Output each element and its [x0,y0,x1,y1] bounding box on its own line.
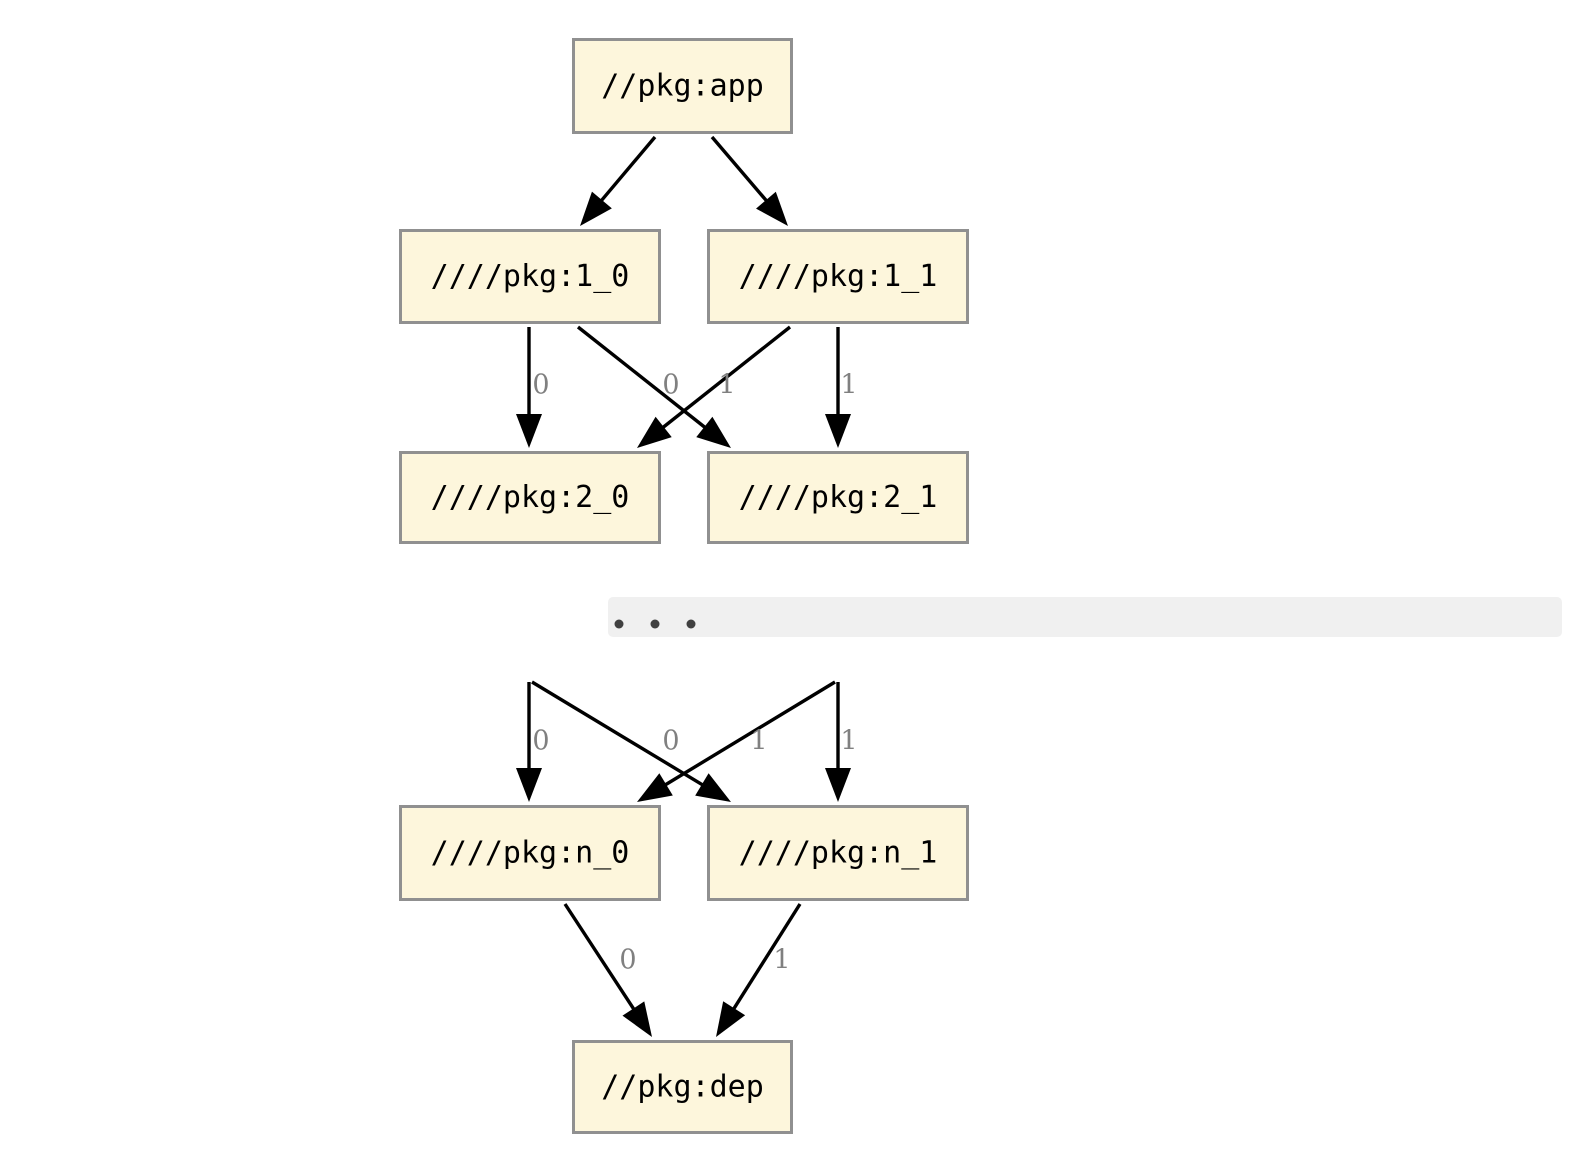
edge-line [657,325,792,432]
edge-line [563,903,639,1015]
edge-label: 0 [662,726,679,757]
graph-edge [637,680,836,802]
node-box[interactable] [399,805,661,901]
node-box[interactable] [707,451,969,544]
node-label: //pkg:app [601,69,764,104]
edge-arrowhead [580,191,612,226]
graph-edge [825,327,851,448]
edge-arrowhead [756,191,788,226]
node-label: //pkg:dep [601,1070,764,1105]
edge-arrowhead [637,416,672,448]
graph-node-l2_0[interactable]: ////pkg:2_0 [399,451,661,544]
edge-label: 1 [840,370,857,401]
graph-node-ln_0[interactable]: ////pkg:n_0 [399,805,661,901]
ellipsis-dot [650,619,660,629]
graph-node-l1_1[interactable]: ////pkg:1_1 [707,229,969,324]
edge-line [531,680,708,789]
node-label: ////pkg:2_1 [739,480,938,515]
edge-arrowhead [516,414,542,448]
edge-label: 1 [773,945,790,976]
node-box[interactable] [399,229,661,324]
graph-edge [716,903,802,1037]
edge-arrowhead [716,1001,746,1037]
edge-label: 1 [718,370,735,401]
graph-node-l1_0[interactable]: ////pkg:1_0 [399,229,661,324]
ellipsis-dot [686,619,696,629]
graph-edge [516,682,542,802]
ellipsis-dot [614,619,624,629]
edge-arrowhead [696,416,731,448]
edge-line [576,325,711,432]
graph-edge [637,325,792,448]
node-label: ////pkg:1_1 [739,259,938,294]
edge-line [729,903,802,1015]
edge-labels-layer: 0 0 1 1 0 0 1 1 0 1 [532,370,857,976]
edge-line [710,135,772,206]
graph-node-l2_1[interactable]: ////pkg:2_1 [707,451,969,544]
edge-label: 1 [840,726,857,757]
graph-edge [563,903,652,1037]
node-box[interactable] [399,451,661,544]
edge-arrowhead [622,1001,652,1037]
graph-edge [576,325,731,448]
graph-edge [825,682,851,802]
node-box[interactable] [572,1040,793,1134]
graph-edge [516,327,542,448]
node-box[interactable] [572,38,793,134]
edge-label: 0 [662,370,679,401]
edge-line [660,680,836,789]
graph-edge [531,680,731,802]
graph-node-dep[interactable]: //pkg:dep [572,1040,793,1134]
nodes-layer: //pkg:app ////pkg:1_0 ////pkg:1_1 ////pkg:2… [399,38,969,1134]
edges-layer [516,135,851,1037]
graph-edge [580,135,657,226]
edge-arrowhead [637,773,673,802]
graph-edge [710,135,788,226]
ellipsis-band [608,597,1562,637]
node-box[interactable] [707,229,969,324]
edge-label: 1 [750,726,767,757]
node-box[interactable] [707,805,969,901]
node-label: ////pkg:2_0 [431,480,630,515]
graph-node-app[interactable]: //pkg:app [572,38,793,134]
node-label: ////pkg:1_0 [431,259,630,294]
edge-line [596,135,657,206]
node-label: ////pkg:n_1 [739,836,938,871]
ellipsis-separator [608,597,1562,637]
edge-label: 0 [532,370,549,401]
graph-node-ln_1[interactable]: ////pkg:n_1 [707,805,969,901]
node-label: ////pkg:n_0 [431,836,630,871]
edge-arrowhead [695,773,731,802]
edge-label: 0 [619,945,636,976]
edge-arrowhead [516,768,542,802]
edge-arrowhead [825,414,851,448]
edge-label: 0 [532,726,549,757]
edge-arrowhead [825,768,851,802]
